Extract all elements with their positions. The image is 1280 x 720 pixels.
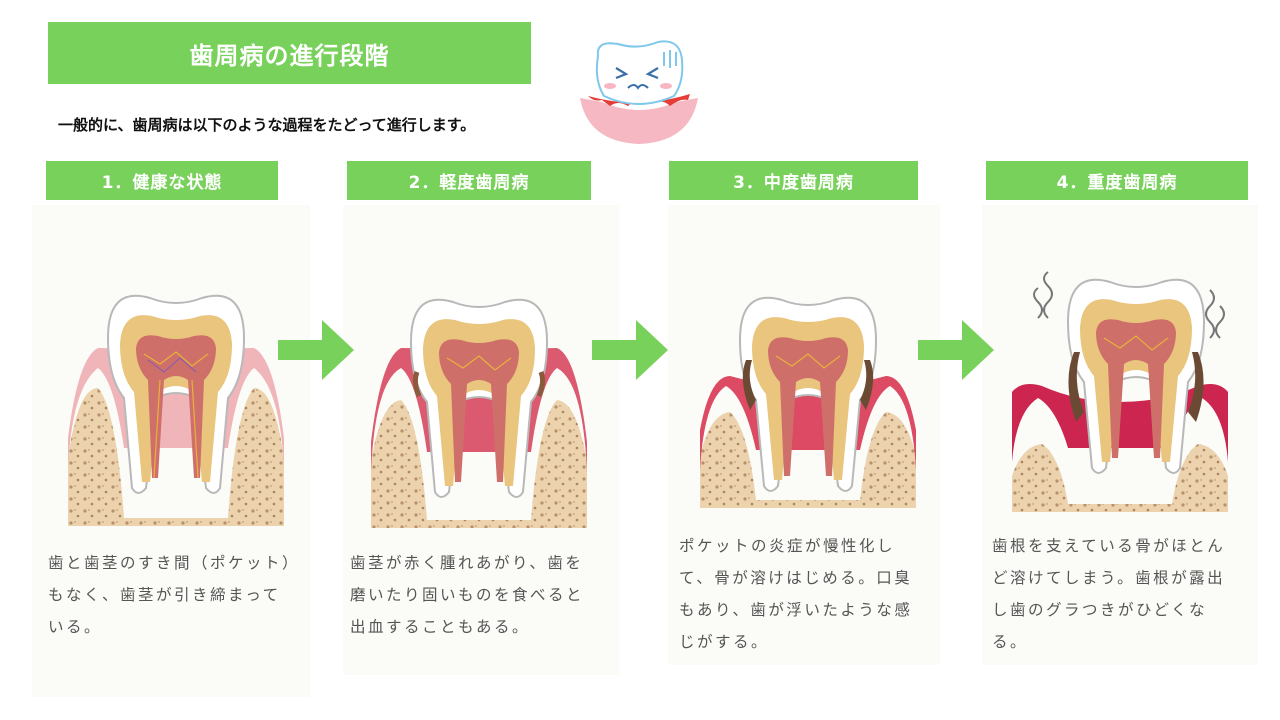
healthy-tooth-illustration	[68, 294, 284, 526]
stage-description-3: ポケットの炎症が慢性化し て、骨が溶けはじめる。口臭 もあり、歯が浮いたような感…	[679, 537, 913, 651]
title-banner: 歯周病の進行段階	[48, 22, 531, 84]
stage-label-4: 4．重度歯周病	[986, 161, 1248, 200]
stage-label-2: 2．軽度歯周病	[347, 161, 591, 200]
arrow-right-icon	[278, 320, 354, 380]
stage-description-2: 歯茎が赤く腫れあがり、歯を 磨いたり固いものを食べると 出血することもある。	[350, 554, 585, 636]
page-title: 歯周病の進行段階	[189, 41, 390, 70]
crying-tooth-mascot-icon	[580, 40, 698, 144]
arrow-right-icon	[918, 320, 994, 380]
moderate-periodontitis-tooth-illustration	[700, 296, 916, 508]
arrow-right-icon	[592, 320, 668, 380]
stage-label-1: 1．健康な状態	[46, 161, 278, 200]
stage-description-1: 歯と歯茎のすき間（ポケット） もなく、歯茎が引き締まって いる。	[48, 554, 301, 636]
mild-periodontitis-tooth-illustration	[371, 298, 587, 528]
intro-text: 一般的に、歯周病は以下のような過程をたどって進行します。	[58, 116, 476, 134]
stage-label-3: 3．中度歯周病	[669, 161, 918, 200]
severe-periodontitis-tooth-illustration	[1012, 271, 1228, 512]
stage-description-4: 歯根を支えている骨がほとん ど溶けてしまう。歯根が露出 し歯のグラつきがひどくな…	[992, 537, 1226, 651]
